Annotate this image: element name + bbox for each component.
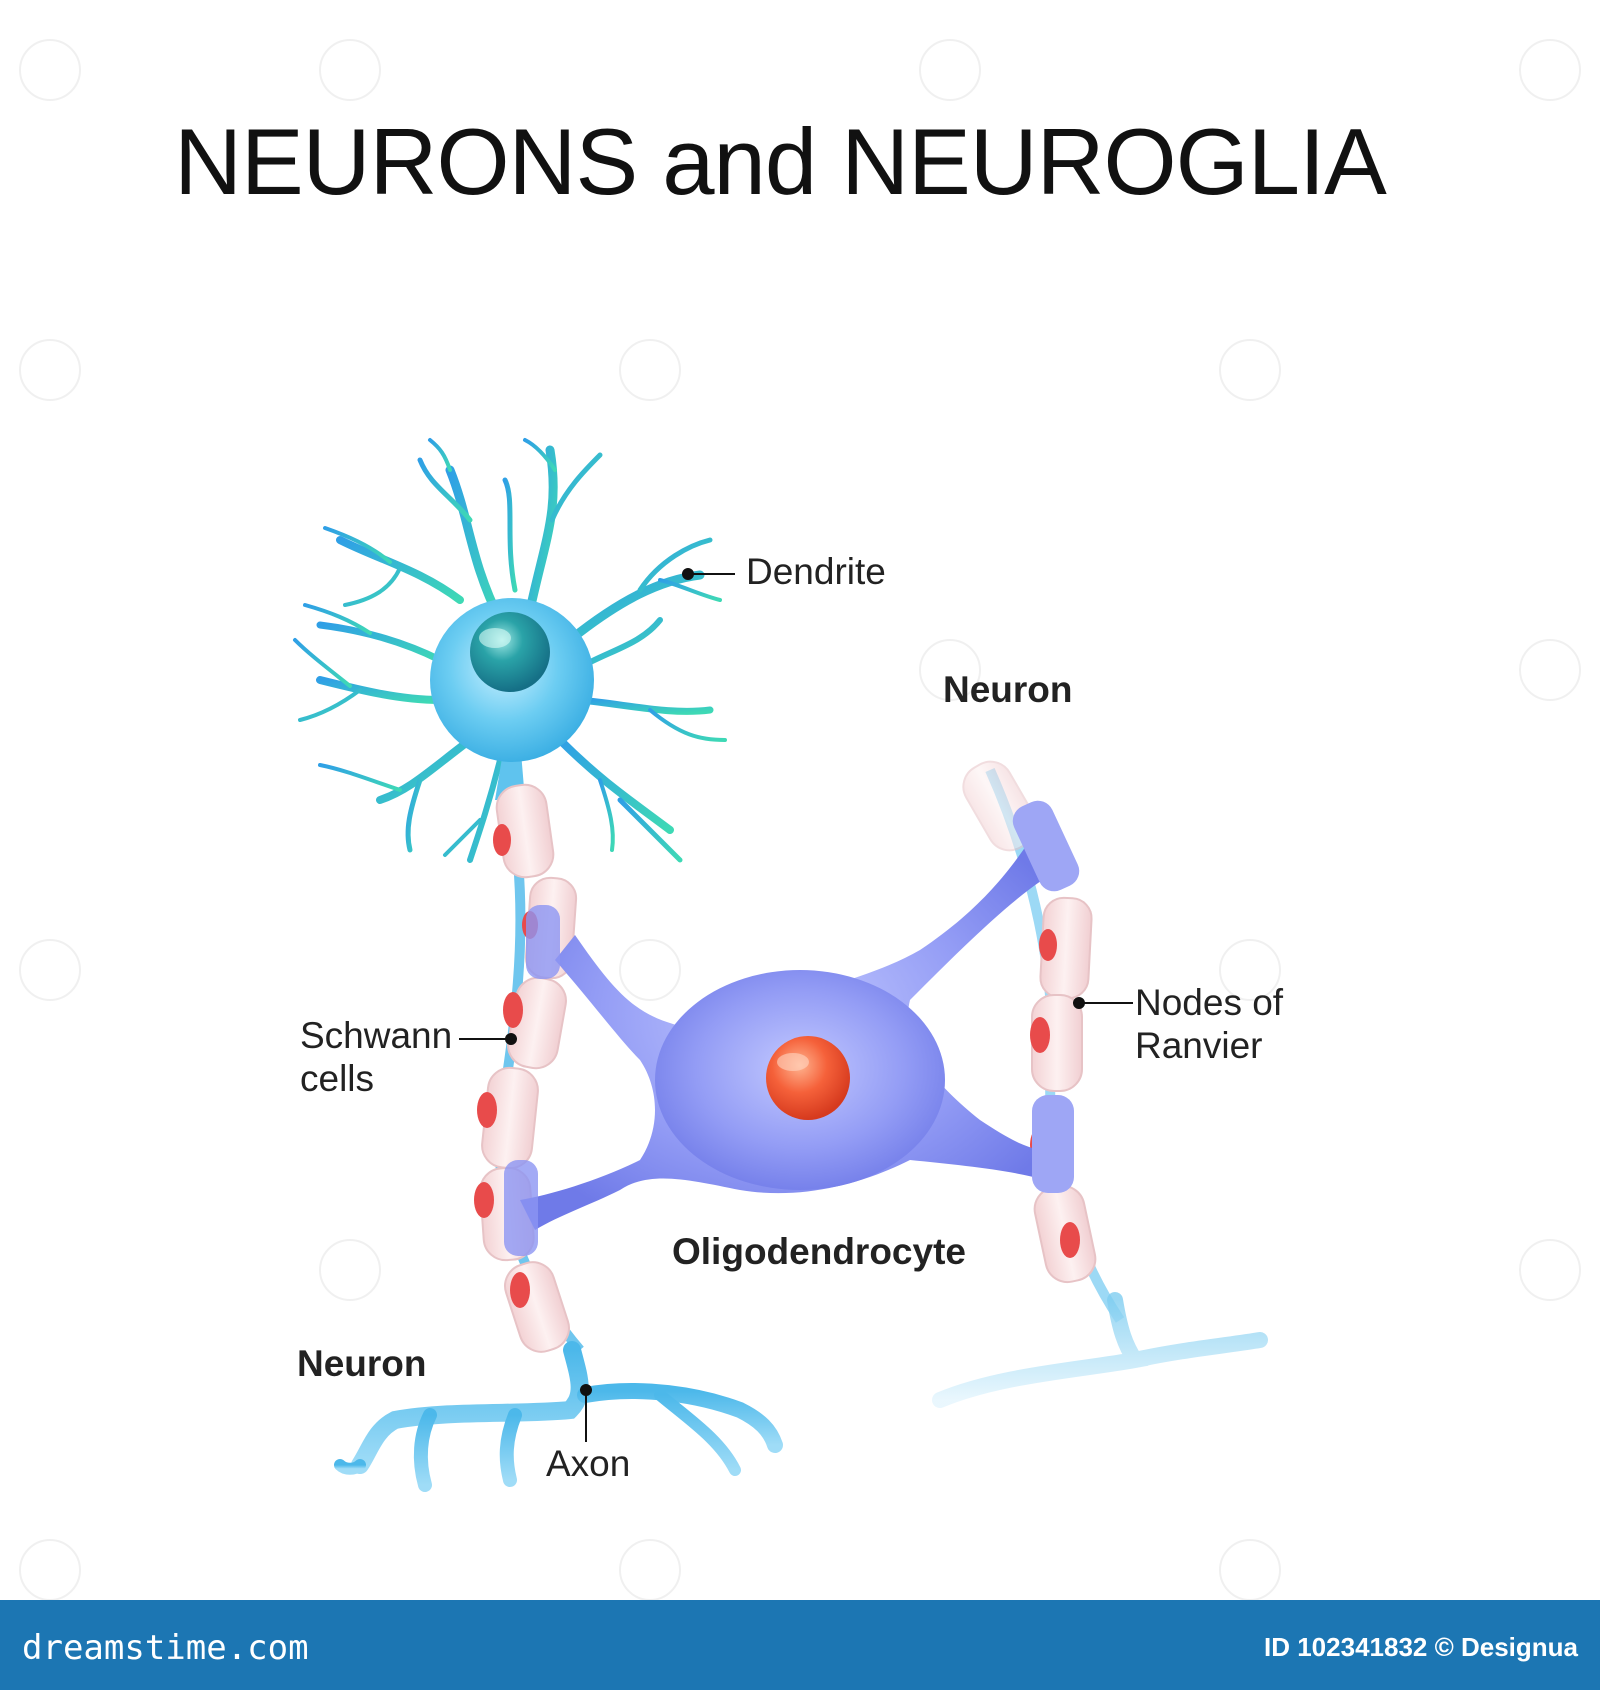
label-schwann-cells: Schwann cells: [300, 1015, 453, 1099]
oligo-wrap-right-2: [1032, 1095, 1074, 1193]
dendrites: [293, 438, 727, 863]
page-title: NEURONS and NEUROGLIA: [174, 109, 1387, 214]
oligodendrocyte: [504, 800, 1080, 1256]
right-myelinated-axon: [932, 760, 1268, 1408]
oligo-wrap-left-1: [526, 905, 560, 979]
axon-terminal: [334, 1341, 783, 1492]
label-neuron-bottom: Neuron: [297, 1343, 427, 1384]
oligo-wrap-left-2: [504, 1160, 538, 1256]
oligo-nucleus-highlight: [777, 1053, 809, 1071]
label-neuron-top: Neuron: [943, 669, 1073, 710]
label-oligodendrocyte: Oligodendrocyte: [672, 1231, 966, 1272]
label-dendrite: Dendrite: [746, 551, 886, 592]
footer-bar: dreamstime.com ID 102341832 © Designua: [0, 1600, 1600, 1690]
neuron-nucleus: [470, 612, 550, 692]
nucleus-highlight: [479, 628, 511, 648]
leader-lines: [459, 568, 1133, 1442]
top-neuron: [293, 438, 727, 863]
oligo-wrap-right-1: [1012, 800, 1080, 892]
left-myelinated-axon: [474, 783, 584, 1354]
watermark-pattern: [19, 39, 1581, 1601]
myelin-segments-left: [479, 783, 578, 1353]
footer-image-id: ID 102341832 © Designua: [1264, 1632, 1578, 1662]
oligodendrocyte-nucleus: [766, 1036, 850, 1120]
label-axon: Axon: [546, 1443, 631, 1484]
footer-logo[interactable]: dreamstime.com: [22, 1628, 309, 1668]
label-nodes-of-ranvier: Nodes of Ranvier: [1135, 982, 1284, 1066]
right-axon-terminal: [932, 1292, 1268, 1408]
